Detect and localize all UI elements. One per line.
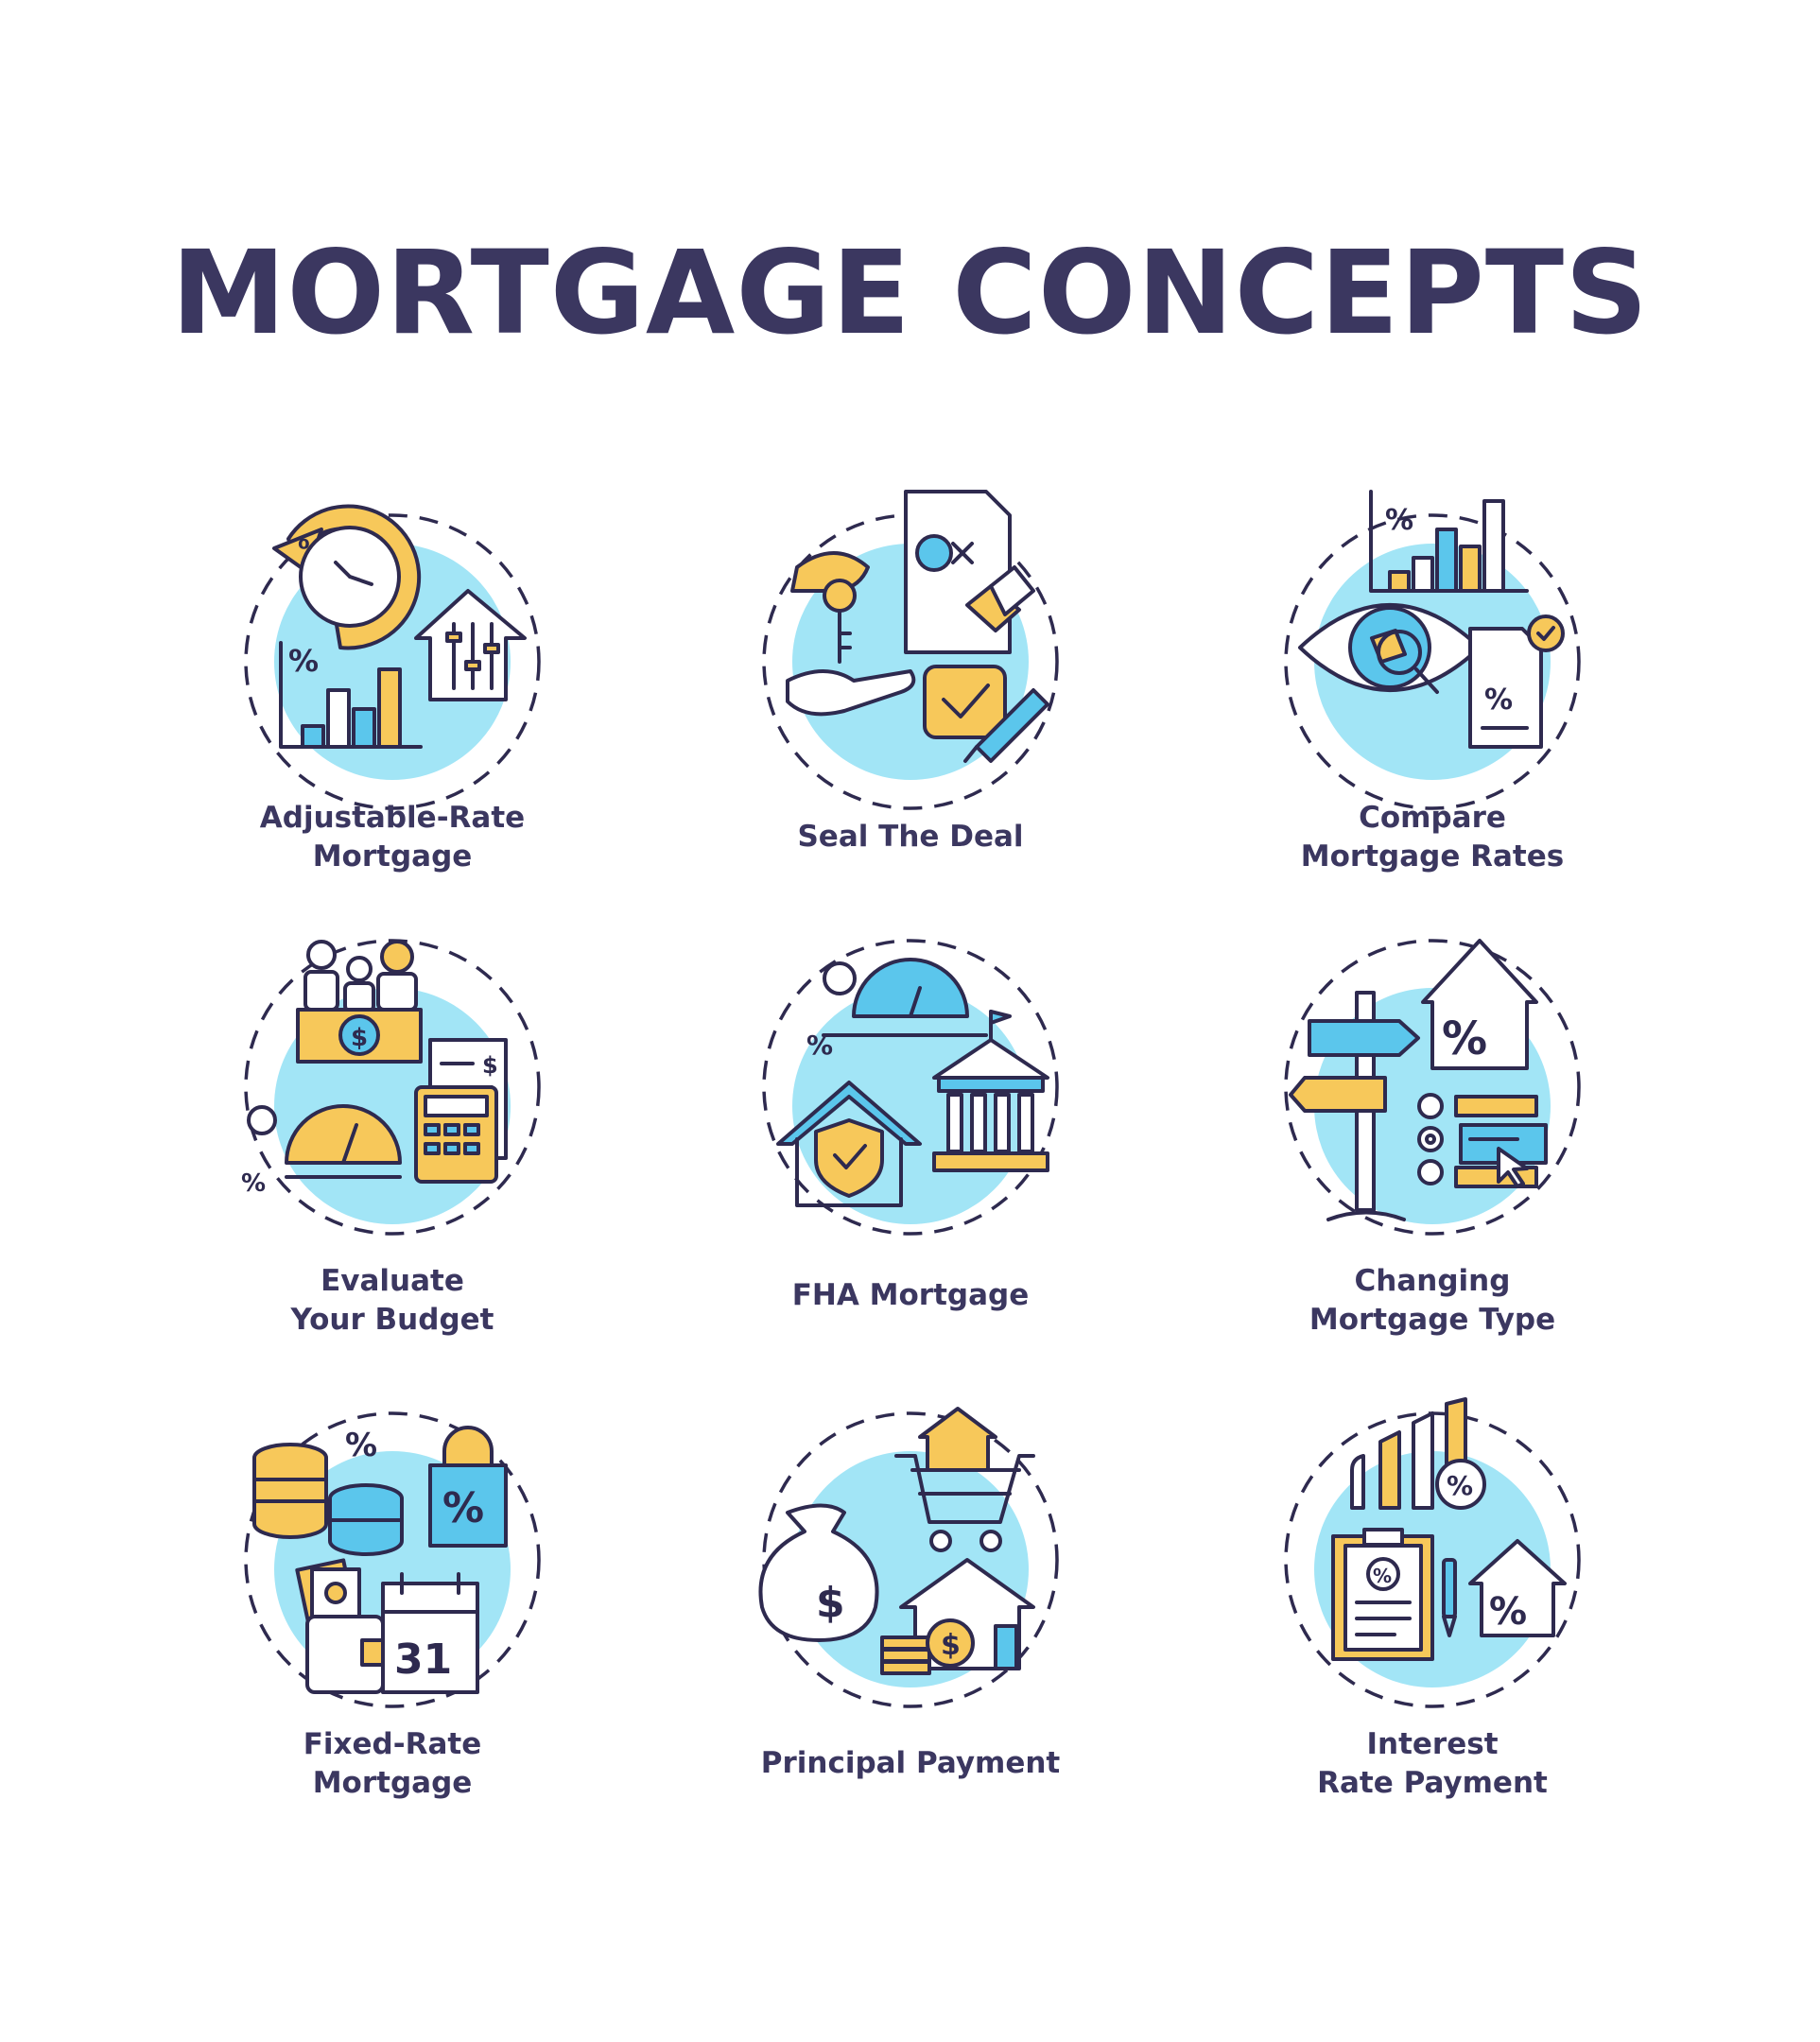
svg-text:%: % xyxy=(241,1169,266,1198)
svg-text:31: 31 xyxy=(394,1635,452,1684)
concept-compare-mortgage-rates: % % Compare Mortgage Rates xyxy=(1187,473,1678,964)
compare-rates-icon: % % xyxy=(1284,490,1581,810)
evaluate-budget-icon: $ $ % xyxy=(241,939,541,1236)
svg-text:%: % xyxy=(1385,504,1413,537)
page-title: MORTGAGE CONCEPTS xyxy=(170,226,1650,360)
concept-fixed-rate-mortgage: % % 31 Fixed-Rate Mortgage xyxy=(147,1399,638,1891)
concept-label: Changing Mortgage Type xyxy=(1309,1264,1556,1337)
adjustable-rate-icon: % % xyxy=(244,504,541,810)
concept-label: Principal Payment xyxy=(760,1746,1061,1780)
concept-label: Interest Rate Payment xyxy=(1317,1727,1548,1800)
concept-label: Adjustable-Rate Mortgage xyxy=(259,801,526,874)
concept-label: FHA Mortgage xyxy=(791,1278,1030,1312)
svg-text:%: % xyxy=(1489,1590,1527,1634)
concept-fha-mortgage: % FHA Mortgage xyxy=(665,936,1156,1428)
concept-interest-rate-payment: % % % Interest Rate Payment xyxy=(1187,1397,1678,1891)
concept-changing-mortgage-type: % Changing Mortgage Type xyxy=(1187,936,1678,1428)
changing-type-icon: % xyxy=(1284,939,1581,1236)
svg-text:$: $ xyxy=(482,1052,498,1079)
concept-principal-payment: $ $ Principal Payment xyxy=(665,1399,1156,1891)
concept-label: Compare Mortgage Rates xyxy=(1300,801,1565,874)
svg-text:$: $ xyxy=(351,1024,368,1052)
svg-text:%: % xyxy=(1447,1470,1473,1501)
concept-evaluate-your-budget: $ $ % Evaluate Your Budget xyxy=(147,936,638,1428)
svg-text:%: % xyxy=(442,1484,484,1532)
svg-text:%: % xyxy=(806,1030,833,1061)
concept-label: Seal The Deal xyxy=(797,820,1024,854)
svg-text:%: % xyxy=(1442,1012,1487,1065)
svg-text:$: $ xyxy=(816,1579,845,1627)
svg-text:$: $ xyxy=(941,1629,961,1662)
concept-adjustable-rate-mortgage: % % Adjustable-Rate Mortgage xyxy=(147,473,638,964)
interest-payment-icon: % % % xyxy=(1284,1397,1581,1708)
svg-text:%: % xyxy=(345,1427,377,1464)
concept-label: Fixed-Rate Mortgage xyxy=(303,1727,482,1800)
principal-payment-icon: $ $ xyxy=(758,1407,1059,1708)
fha-mortgage-icon: % xyxy=(762,939,1059,1236)
svg-text:%: % xyxy=(288,643,319,679)
seal-deal-icon xyxy=(762,490,1059,810)
svg-text:%: % xyxy=(1373,1565,1392,1587)
fixed-rate-icon: % % 31 xyxy=(244,1411,541,1708)
concept-seal-the-deal: Seal The Deal xyxy=(665,473,1156,964)
svg-text:%: % xyxy=(1484,684,1513,717)
concept-label: Evaluate Your Budget xyxy=(290,1264,494,1337)
